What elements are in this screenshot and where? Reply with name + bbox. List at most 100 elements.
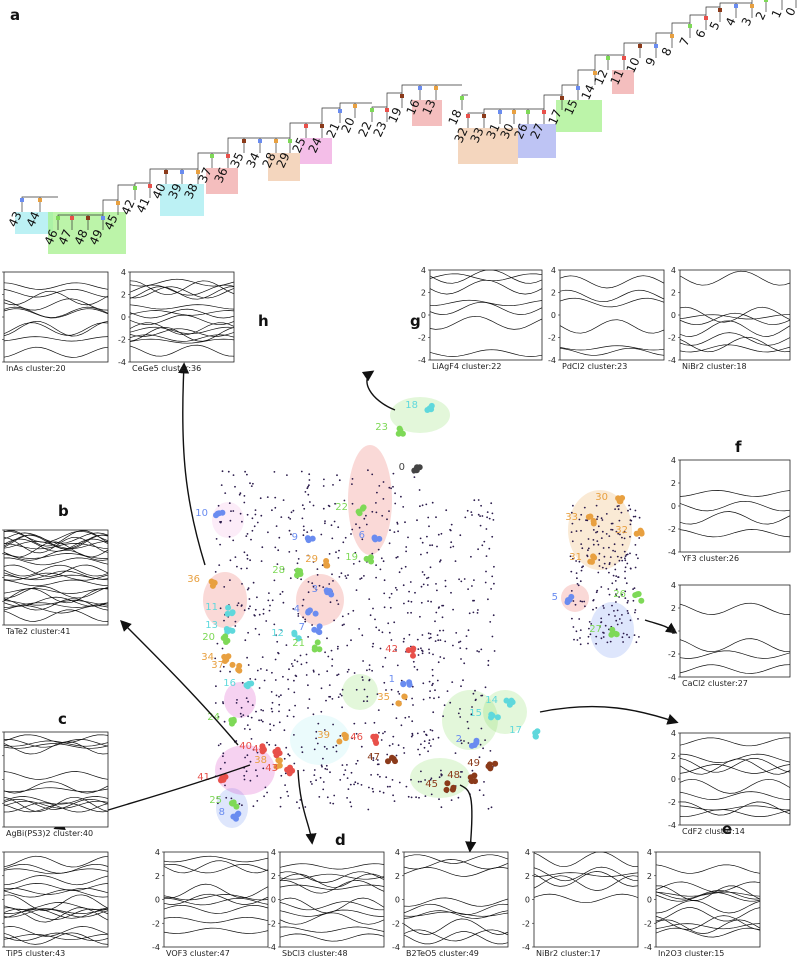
map-point — [274, 546, 277, 549]
map-point — [405, 785, 408, 788]
map-point — [308, 479, 311, 481]
map-point — [493, 650, 496, 652]
dendrogram-leaf-marker — [101, 216, 105, 220]
map-point — [340, 694, 343, 697]
map-point — [635, 641, 638, 644]
map-point — [362, 660, 364, 662]
map-point — [355, 523, 357, 526]
map-point — [452, 644, 454, 647]
map-point — [429, 566, 432, 569]
map-point — [293, 734, 295, 736]
map-point — [372, 790, 375, 793]
band-line — [4, 530, 108, 547]
map-point — [350, 805, 353, 808]
dendrogram-group-box — [556, 100, 602, 132]
map-point — [410, 778, 412, 781]
map-point — [407, 600, 410, 603]
map-point — [310, 529, 313, 532]
y-tick-label: -2 — [268, 919, 276, 928]
cluster-member — [228, 717, 235, 724]
map-point — [243, 501, 246, 504]
map-point — [614, 615, 616, 617]
cluster-member — [309, 535, 316, 542]
map-point — [604, 624, 607, 627]
map-point — [383, 579, 386, 582]
cluster-member — [410, 652, 416, 659]
map-point — [490, 502, 493, 505]
map-point — [255, 710, 257, 713]
map-point — [579, 637, 581, 639]
map-point — [379, 647, 382, 650]
map-point — [358, 628, 360, 630]
band-line — [4, 771, 108, 780]
map-point — [583, 600, 586, 603]
map-point — [477, 513, 480, 516]
y-tick-label: 4 — [271, 848, 276, 857]
band-line — [4, 734, 108, 744]
map-point — [376, 763, 379, 766]
cluster-label: 37 — [211, 660, 224, 671]
map-point — [263, 795, 265, 798]
map-point — [618, 505, 620, 507]
y-tick-label: -2 — [548, 334, 556, 343]
map-point — [307, 485, 309, 488]
map-point — [292, 608, 295, 610]
map-point — [412, 704, 414, 706]
y-tick-label: 0 — [395, 896, 400, 905]
y-tick-label: -4 — [668, 673, 676, 682]
band-line — [4, 534, 108, 550]
map-point — [423, 746, 426, 749]
map-point — [608, 613, 610, 616]
cluster-label: 36 — [187, 574, 200, 585]
map-point — [271, 509, 273, 512]
map-point — [308, 484, 310, 487]
map-point — [632, 599, 635, 602]
map-point — [350, 639, 352, 642]
map-point — [414, 591, 416, 594]
cluster-member — [395, 430, 402, 437]
cluster-member — [590, 553, 597, 560]
map-point — [332, 723, 334, 726]
map-point — [337, 603, 340, 605]
cluster-member — [225, 604, 232, 611]
map-point — [246, 513, 249, 516]
map-point — [390, 592, 393, 595]
map-point — [635, 553, 638, 556]
map-point — [384, 730, 386, 733]
map-point — [485, 570, 487, 573]
map-point — [465, 635, 468, 637]
band-line — [4, 740, 108, 747]
band-plot-caption: InAs cluster:20 — [6, 364, 66, 373]
dendrogram-group-box — [612, 70, 634, 94]
map-point — [617, 532, 620, 535]
cluster-member — [396, 425, 403, 432]
cluster-member — [316, 646, 323, 653]
map-point — [322, 507, 325, 510]
map-point — [330, 649, 333, 652]
map-point — [407, 536, 409, 539]
y-tick-label: 0 — [155, 896, 160, 905]
panel-letter-b: b — [58, 502, 69, 520]
map-point — [279, 796, 282, 799]
map-point — [326, 796, 329, 799]
y-tick-label: -4 — [668, 821, 676, 830]
map-point — [234, 625, 237, 627]
cluster-label: 45 — [425, 779, 438, 790]
dendrogram-leaf-label: 21 — [324, 120, 343, 140]
map-point — [431, 674, 434, 677]
cluster-member — [287, 764, 293, 771]
band-line — [4, 800, 108, 809]
map-point — [322, 781, 325, 783]
map-point — [579, 580, 582, 583]
map-point — [426, 535, 428, 538]
map-point — [313, 774, 316, 776]
map-point — [265, 620, 268, 622]
map-point — [287, 678, 289, 681]
map-point — [218, 564, 221, 566]
map-point — [258, 687, 261, 689]
map-point — [372, 607, 374, 610]
band-line — [164, 883, 268, 899]
cluster-label: 11 — [205, 602, 218, 613]
map-point — [421, 652, 424, 655]
